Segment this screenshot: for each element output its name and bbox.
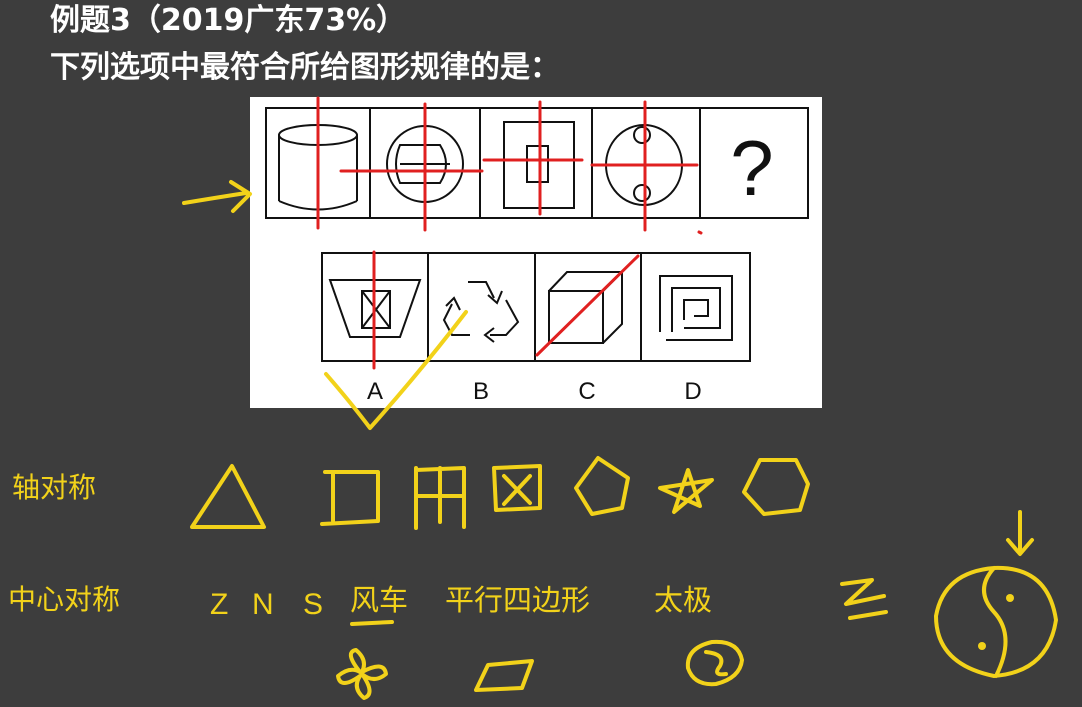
example-n: N bbox=[252, 588, 274, 621]
hand-tian-drawing bbox=[414, 466, 466, 530]
central-symmetry-label: 中心对称 bbox=[8, 583, 121, 616]
option-a-label[interactable]: A bbox=[366, 378, 383, 405]
example-taiji: 太极 bbox=[654, 583, 713, 617]
example-windmill: 风车 bbox=[350, 583, 409, 617]
hand-square-drawing bbox=[320, 470, 380, 526]
check-mark-drawing bbox=[324, 310, 468, 430]
hand-star-drawing bbox=[658, 468, 714, 514]
example-s: S bbox=[303, 588, 324, 621]
example-z: Z bbox=[210, 588, 229, 621]
red-axis-lines bbox=[316, 96, 703, 370]
taiji-drawing bbox=[934, 565, 1058, 678]
option-d-label[interactable]: D bbox=[684, 378, 702, 405]
down-arrow-drawing bbox=[1006, 510, 1034, 556]
taiji-dots bbox=[978, 594, 1014, 650]
option-b-figure bbox=[442, 281, 520, 343]
underline-drawing bbox=[350, 620, 394, 626]
hand-z-drawing bbox=[840, 578, 888, 620]
question-number: 例题3（2019广东73%） bbox=[50, 3, 407, 38]
options-row bbox=[321, 252, 751, 362]
parallelogram-drawing bbox=[474, 659, 534, 692]
hand-hexagon-drawing bbox=[742, 458, 810, 516]
example-parallelogram: 平行四边形 bbox=[445, 583, 591, 617]
option-c-label[interactable]: C bbox=[578, 378, 596, 405]
sequence-row bbox=[265, 107, 809, 219]
option-b-label[interactable]: B bbox=[472, 378, 489, 405]
option-a-figure bbox=[328, 279, 422, 338]
pinwheel-drawing bbox=[336, 648, 388, 700]
axial-symmetry-label: 轴对称 bbox=[12, 471, 97, 504]
hand-triangle-drawing bbox=[190, 464, 266, 529]
pointer-arrow-drawing bbox=[182, 180, 252, 213]
yellow-annotations bbox=[182, 180, 1058, 700]
question-mark: ? bbox=[730, 124, 773, 212]
small-taiji-drawing bbox=[685, 639, 744, 687]
option-d-figure bbox=[659, 275, 733, 341]
hand-box-x-drawing bbox=[492, 464, 542, 512]
hand-pentagon-drawing bbox=[574, 456, 630, 516]
question-prompt: 下列选项中最符合所给图形规律的是： bbox=[50, 50, 560, 85]
